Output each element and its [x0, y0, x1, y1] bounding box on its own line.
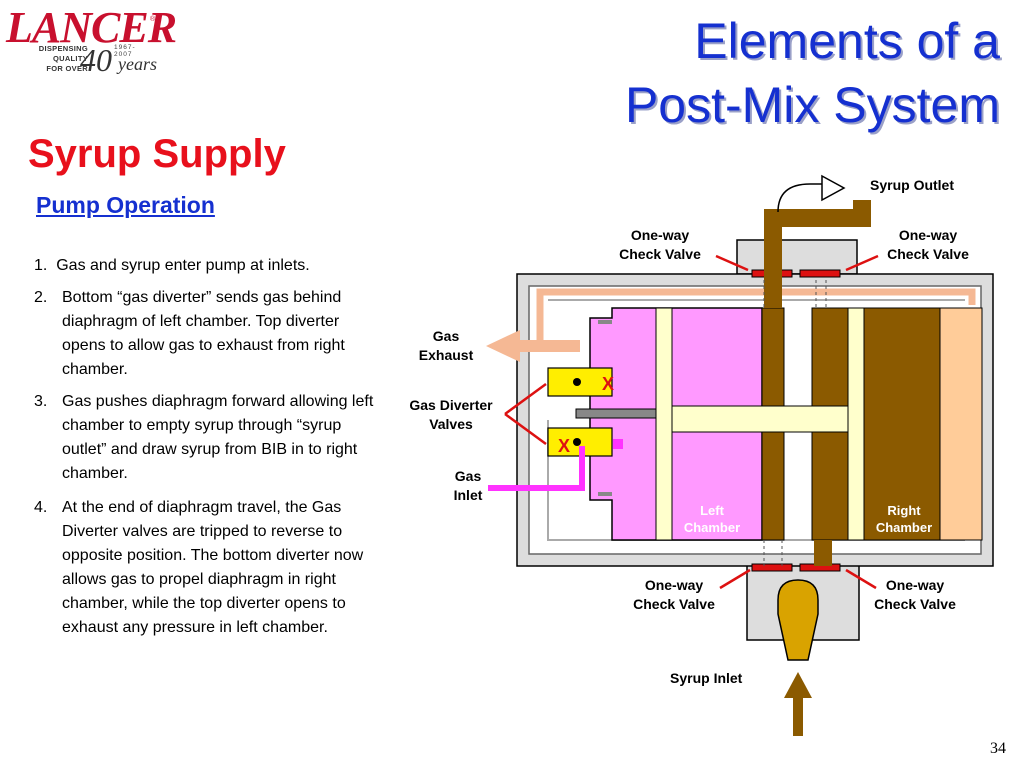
section-title: Syrup Supply	[28, 132, 286, 176]
syrup-outlet-tube	[764, 200, 871, 308]
guide-lines	[763, 280, 827, 566]
logo-wordmark: LANCER	[6, 3, 177, 52]
label-left-chamber: Left Chamber	[683, 503, 741, 535]
bottom-diverter-mark: X	[558, 436, 570, 456]
logo-tagline: DISPENSING QUALITY FOR OVER	[8, 44, 88, 74]
label-gas-diverter-valves: Gas Diverter Valves	[409, 397, 493, 432]
step-text: At the end of diaphragm travel, the Gas …	[62, 499, 364, 636]
bottom-diverter-pivot	[573, 438, 581, 446]
check-valve-top-right	[799, 269, 841, 278]
logo-tagline-line-1: DISPENSING QUALITY	[38, 44, 88, 63]
logo-tagline-line-2: FOR OVER	[46, 64, 88, 73]
top-neck-housing	[736, 239, 858, 275]
syrup-inlet-probe	[777, 579, 819, 661]
step-item-2: 2. Bottom “gas diverter” sends gas behin…	[34, 286, 374, 382]
gas-inlet-line	[488, 446, 585, 491]
label-check-valve-bottom-right: One-way Check Valve	[874, 577, 956, 612]
pointer-top-left-valve	[715, 254, 749, 272]
pointer-bottom-left-valve	[719, 568, 751, 590]
step-text: Gas pushes diaphragm forward allowing le…	[62, 393, 374, 482]
label-check-valve-top-left: One-way Check Valve	[619, 227, 701, 262]
label-pointers	[504, 254, 879, 590]
gas-exhaust-arrow-head	[486, 330, 520, 362]
label-syrup-inlet: Syrup Inlet	[670, 670, 743, 686]
top-diverter-pivot	[573, 378, 581, 386]
step-number: 1.	[34, 257, 48, 274]
syrup-inlet-arrow-shaft	[793, 696, 803, 736]
left-chamber-seal	[598, 320, 612, 496]
pointer-top-right-valve	[845, 254, 879, 272]
top-diverter-mark: X	[602, 374, 614, 394]
step-text: Gas and syrup enter pump at inlets.	[56, 257, 310, 274]
label-check-valve-top-right: One-way Check Valve	[887, 227, 969, 262]
page-number: 34	[990, 740, 1006, 757]
subsection-title: Pump Operation	[36, 192, 215, 218]
logo-years-word: years	[118, 54, 157, 74]
gas-inlet-port	[613, 439, 623, 449]
outlet-flow-arc	[777, 183, 822, 213]
syrup-inlet-tube-upper	[814, 540, 832, 566]
label-check-valve-bottom-left: One-way Check Valve	[633, 577, 715, 612]
slide-title-line-2: Post-Mix System	[624, 77, 1000, 133]
step-number: 3.	[34, 393, 48, 410]
label-gas-exhaust: Gas Exhaust	[418, 328, 474, 363]
pointer-bottom-right-valve	[845, 568, 877, 590]
pointer-diverter-bottom	[504, 412, 547, 446]
label-gas-inlet: Gas Inlet	[453, 468, 483, 503]
left-diaphragm	[655, 307, 673, 541]
step-number: 4.	[34, 499, 48, 516]
pointer-diverter-top	[504, 382, 547, 416]
trip-rod	[575, 408, 657, 419]
right-gas-chamber	[939, 307, 983, 541]
piston-rod	[671, 405, 849, 433]
step-number: 2.	[34, 289, 48, 306]
right-syrup-chamber	[863, 307, 941, 541]
syrup-inlet-arrow-head	[784, 672, 812, 698]
right-diaphragm	[847, 307, 865, 541]
slide-title-line-1: Elements of a	[694, 13, 1000, 69]
logo-registered-mark: ®	[150, 16, 156, 23]
label-syrup-outlet: Syrup Outlet	[870, 177, 955, 193]
outlet-flow-arrow	[821, 174, 846, 202]
logo-years-range: 1967-2007	[114, 44, 136, 58]
step-item-1: 1. Gas and syrup enter pump at inlets.	[34, 254, 394, 278]
step-item-4: 4. At the end of diaphragm travel, the G…	[34, 496, 379, 640]
check-valve-bottom-left	[751, 563, 793, 572]
step-item-3: 3. Gas pushes diaphragm forward allowing…	[34, 390, 389, 486]
logo-years-number: 40	[80, 42, 112, 78]
step-text: Bottom “gas diverter” sends gas behind d…	[62, 289, 345, 378]
label-right-chamber: Right Chamber	[875, 503, 933, 535]
